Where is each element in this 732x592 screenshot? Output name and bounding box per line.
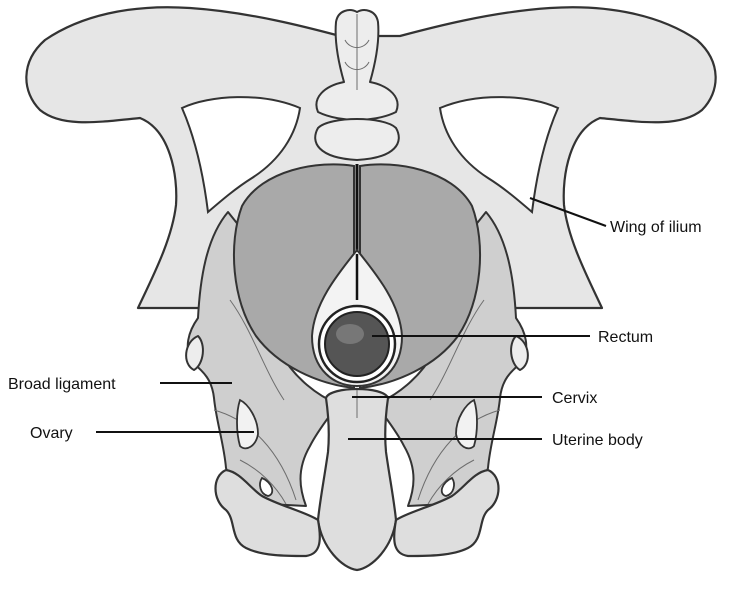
vertebral-disc [315, 119, 399, 160]
rectum [325, 312, 389, 376]
label-cervix: Cervix [552, 390, 597, 407]
label-rectum: Rectum [598, 329, 653, 346]
label-ovary: Ovary [30, 425, 73, 442]
label-broad-ligament: Broad ligament [8, 376, 116, 393]
label-wing-of-ilium: Wing of ilium [610, 219, 702, 236]
label-uterine-body: Uterine body [552, 432, 643, 449]
